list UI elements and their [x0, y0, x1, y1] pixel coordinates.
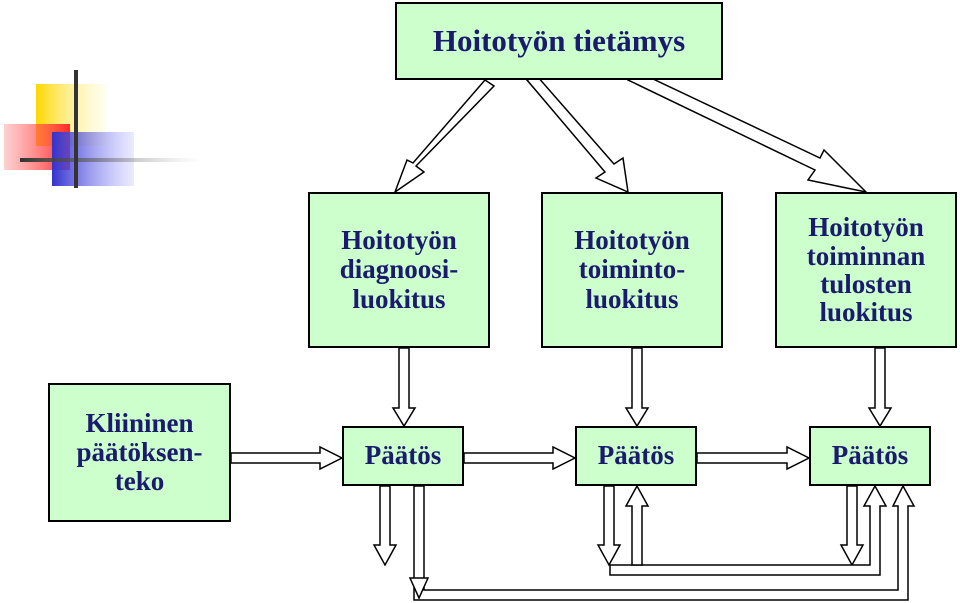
- decision-node: Päätös: [342, 426, 464, 486]
- arrow-top-to-diagnosis: [393, 79, 496, 194]
- arrow-long-feedback-loop: [413, 484, 916, 601]
- arrow-outcomes-to-decision: [867, 347, 893, 428]
- decision-node: Päätös: [809, 426, 931, 486]
- intervention-classification-node: Hoitotyön toiminto- luokitus: [541, 192, 723, 348]
- decorative-logo-graphic: [4, 70, 200, 188]
- clinical-decision-making-node: Kliininen päätöksen- teko: [48, 383, 231, 522]
- arrow-long-feedback-arrowhead: [408, 577, 430, 600]
- decision-node: Päätös: [575, 426, 697, 486]
- arrow-diagnosis-to-decision: [391, 347, 417, 428]
- outcome-classification-node: Hoitotyön toiminnan tulosten luokitus: [775, 192, 957, 348]
- diagnosis-classification-node: Hoitotyön diagnoosi- luokitus: [308, 192, 490, 348]
- arrow-decision-down: [839, 485, 865, 567]
- arrow-clinical-to-decision: [230, 445, 344, 471]
- arrow-decision-down: [596, 485, 622, 567]
- arrow-top-to-interventions: [525, 75, 629, 194]
- arrow-interventions-to-decision: [624, 347, 650, 428]
- arrow-feedback-loop: [609, 484, 888, 576]
- arrow-decision-to-decision: [696, 445, 811, 471]
- arrow-decision-down: [372, 485, 398, 567]
- arrow-feedback-loop: [624, 484, 650, 566]
- nursing-knowledge-node: Hoitotyön tietämys: [395, 2, 723, 80]
- arrow-decision-to-decision: [463, 445, 577, 471]
- arrow-top-to-outcomes: [626, 69, 869, 194]
